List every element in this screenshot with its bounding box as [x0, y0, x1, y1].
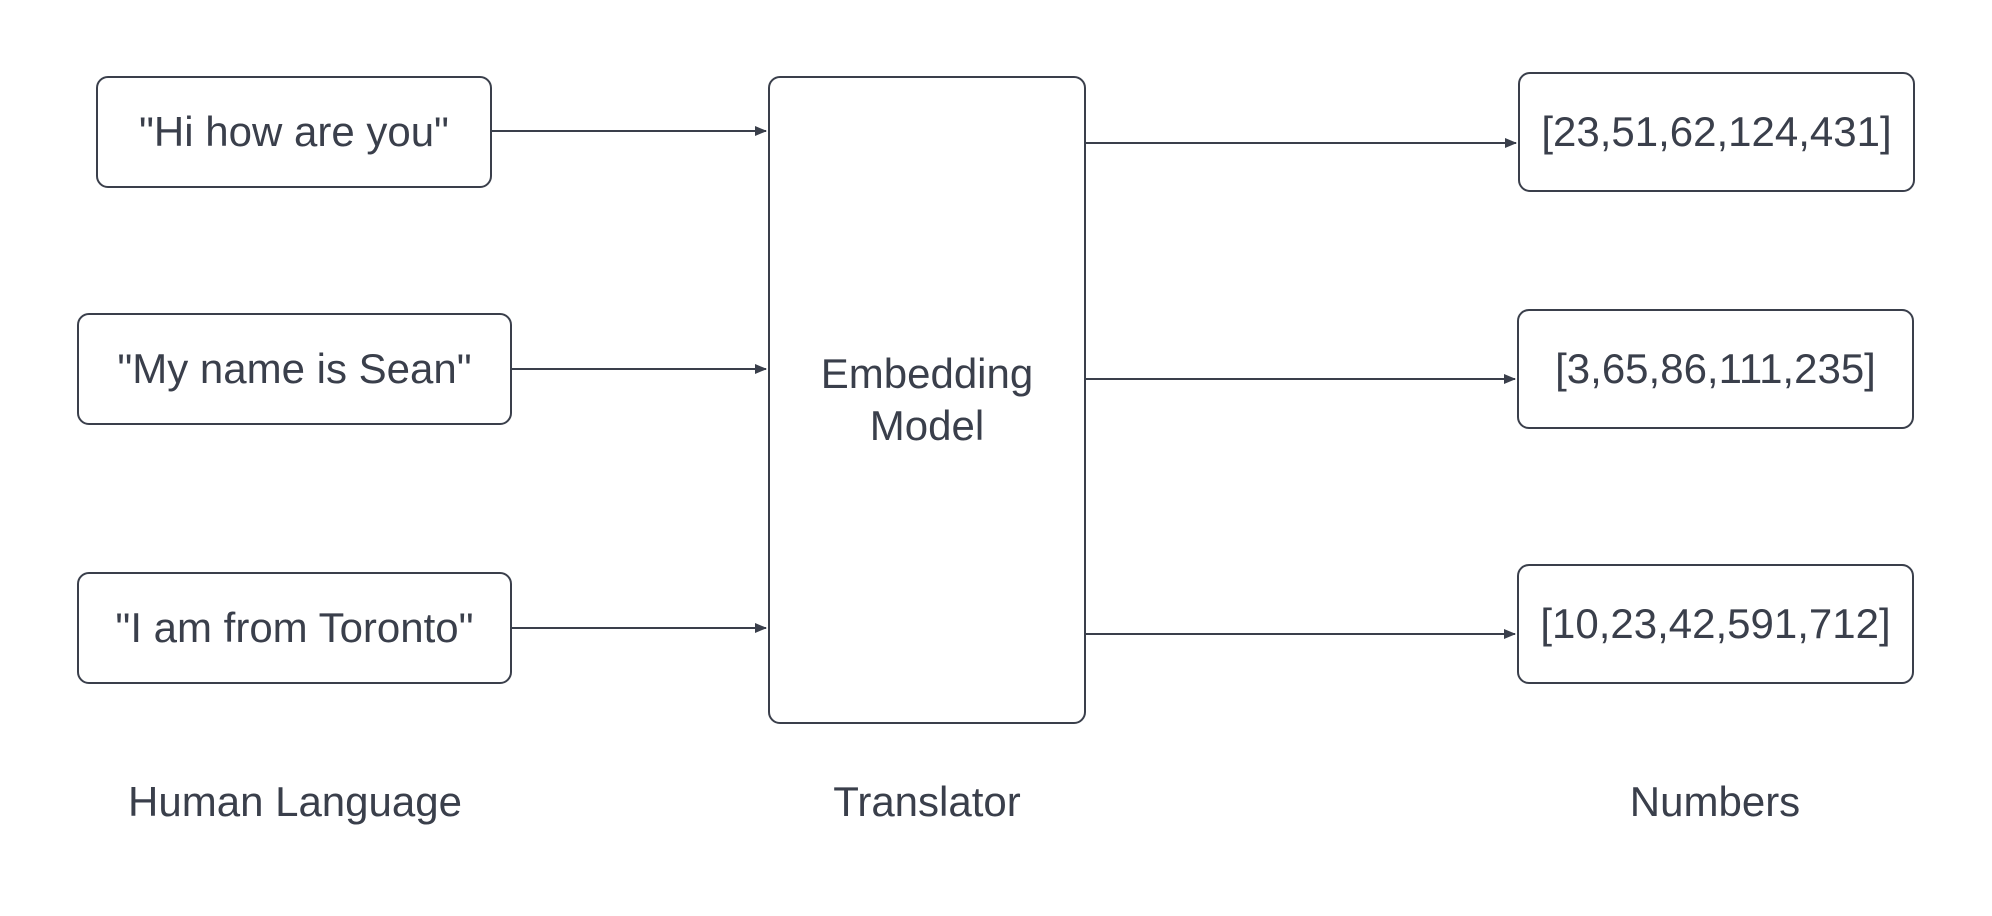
column-label-translator: Translator	[833, 778, 1021, 825]
output-vector-3: [10,23,42,591,712]	[1540, 599, 1891, 647]
model-label-line-1: Embedding	[820, 349, 1034, 397]
output-box-1: [23,51,62,124,431]	[1518, 72, 1915, 192]
input-text-2: "My name is Sean"	[117, 344, 472, 392]
input-text-1: "Hi how are you"	[139, 107, 449, 155]
embedding-model-label: Embedding Model	[821, 348, 1033, 453]
model-label-line-2: Model	[869, 402, 985, 449]
column-label-numbers: Numbers	[1629, 778, 1801, 825]
output-vector-1: [23,51,62,124,431]	[1541, 107, 1892, 155]
output-vector-2: [3,65,86,111,235]	[1555, 344, 1876, 392]
embedding-model-box: Embedding Model	[768, 76, 1086, 724]
input-box-2: "My name is Sean"	[77, 313, 512, 425]
input-text-3: "I am from Toronto"	[115, 603, 474, 651]
column-label-human-language: Human Language	[128, 778, 462, 825]
output-box-3: [10,23,42,591,712]	[1517, 564, 1914, 684]
input-box-1: "Hi how are you"	[96, 76, 492, 188]
output-box-2: [3,65,86,111,235]	[1517, 309, 1914, 429]
input-box-3: "I am from Toronto"	[77, 572, 512, 684]
